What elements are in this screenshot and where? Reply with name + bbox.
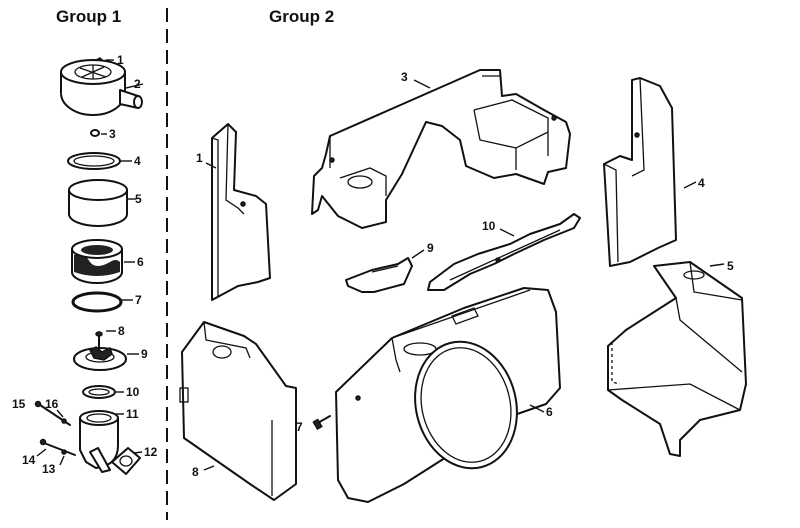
g1-callout-12: 12	[144, 445, 158, 459]
g1-callout-15: 15	[12, 397, 26, 411]
g1-callout-3: 3	[109, 127, 116, 141]
g2-callout-3: 3	[401, 70, 408, 84]
g1-callout-11: 11	[126, 407, 139, 421]
g2-part-4-side-panel	[603, 77, 697, 267]
g1-callout-13: 13	[42, 462, 56, 476]
g2-part-6-blower-housing	[335, 287, 561, 503]
g2-part-10-long-bracket	[427, 213, 581, 291]
g1-part-9-base-plate	[73, 346, 139, 371]
g2-part-8-lower-panel	[179, 321, 297, 501]
g2-callout-6: 6	[546, 405, 553, 419]
g1-callout-10: 10	[126, 385, 140, 399]
g1-callout-6: 6	[137, 255, 144, 269]
g2-part-3-top-shroud	[311, 69, 571, 229]
g1-part-6-cartridge	[71, 239, 135, 284]
g1-part-4-gasket	[67, 152, 132, 170]
g1-part-16-washer	[56, 409, 67, 424]
g2-callout-4: 4	[698, 176, 705, 190]
g1-callout-9: 9	[141, 347, 148, 361]
g1-callout-16: 16	[45, 397, 59, 411]
g2-part-1-side-panel	[205, 123, 271, 301]
g1-part-11-elbow	[79, 410, 124, 473]
g1-part-3-grommet	[90, 129, 107, 137]
g2-part-9-small-bracket	[345, 249, 425, 293]
g1-part-13-washer	[59, 449, 67, 466]
group2-title: Group 2	[269, 7, 334, 26]
g2-callout-8: 8	[192, 465, 199, 479]
g2-part-7-screw	[312, 415, 331, 430]
g1-callout-1: 1	[117, 53, 124, 67]
g1-callout-7: 7	[135, 293, 142, 307]
g2-callout-10: 10	[482, 219, 496, 233]
g2-callout-5: 5	[727, 259, 734, 273]
g1-callout-5: 5	[135, 192, 142, 206]
g1-callout-2: 2	[134, 77, 141, 91]
g1-part-7-seal-ring	[71, 291, 133, 313]
g1-callout-4: 4	[134, 154, 141, 168]
g1-part-2-housing	[60, 59, 144, 116]
g1-part-12-flange-gasket	[111, 447, 143, 475]
g1-part-10-gasket	[82, 385, 124, 399]
g2-callout-1: 1	[196, 151, 203, 165]
g2-callout-7: 7	[296, 420, 303, 434]
group1-title: Group 1	[56, 7, 121, 26]
g2-part-5-baffle	[607, 261, 747, 457]
g2-callout-9: 9	[427, 241, 434, 255]
g1-callout-8: 8	[118, 324, 125, 338]
g1-part-14-bolt	[36, 438, 76, 457]
g1-callout-14: 14	[22, 453, 36, 467]
g1-part-5-sleeve	[68, 179, 136, 227]
